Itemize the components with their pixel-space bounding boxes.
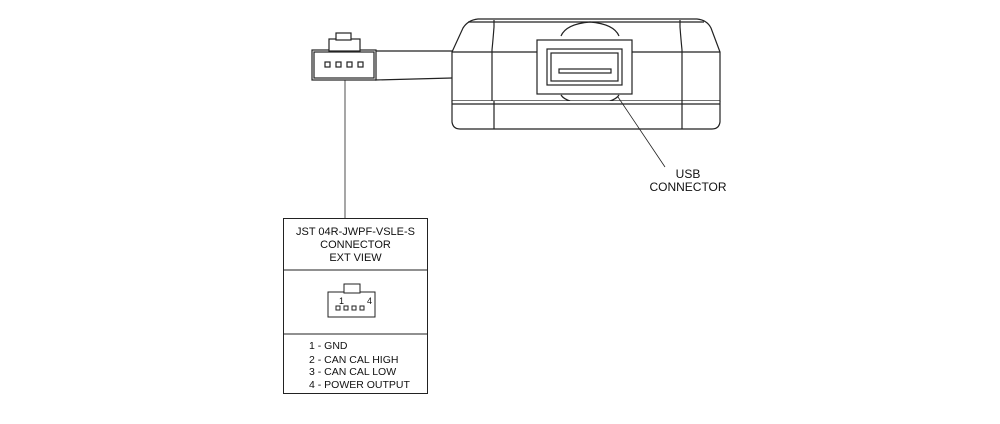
pin-row-4: 4 - POWER OUTPUT — [309, 379, 410, 391]
jst-title-line2: CONNECTOR — [320, 239, 391, 251]
jst-table-title: JST 04R-JWPF-VSLE-S CONNECTOR EXT VIEW — [284, 226, 427, 265]
usb-label-line1: USB — [675, 167, 701, 181]
jst-plug — [311, 32, 377, 81]
usb-label-line2: CONNECTOR — [649, 180, 727, 194]
jst-connector-table: JST 04R-JWPF-VSLE-S CONNECTOR EXT VIEW 1… — [283, 218, 428, 394]
usb-connector — [536, 39, 633, 95]
pin-row-2: 2 - CAN CAL HIGH — [309, 354, 399, 366]
jst-ext-view-icon — [327, 283, 376, 318]
pin-mark-first: 1 — [339, 296, 345, 306]
usb-leader-line — [617, 96, 666, 168]
jst-table-dividers — [283, 269, 428, 335]
pin-row-3: 3 - CAN CAL LOW — [309, 366, 397, 378]
jst-title-line1: JST 04R-JWPF-VSLE-S — [296, 226, 415, 238]
jst-title-line3: EXT VIEW — [329, 252, 382, 264]
pin-row-1: 1 - GND — [309, 340, 348, 352]
pin-mark-last: 4 — [367, 296, 373, 306]
cable — [374, 50, 454, 81]
usb-connector-label: USB CONNECTOR — [638, 168, 738, 194]
